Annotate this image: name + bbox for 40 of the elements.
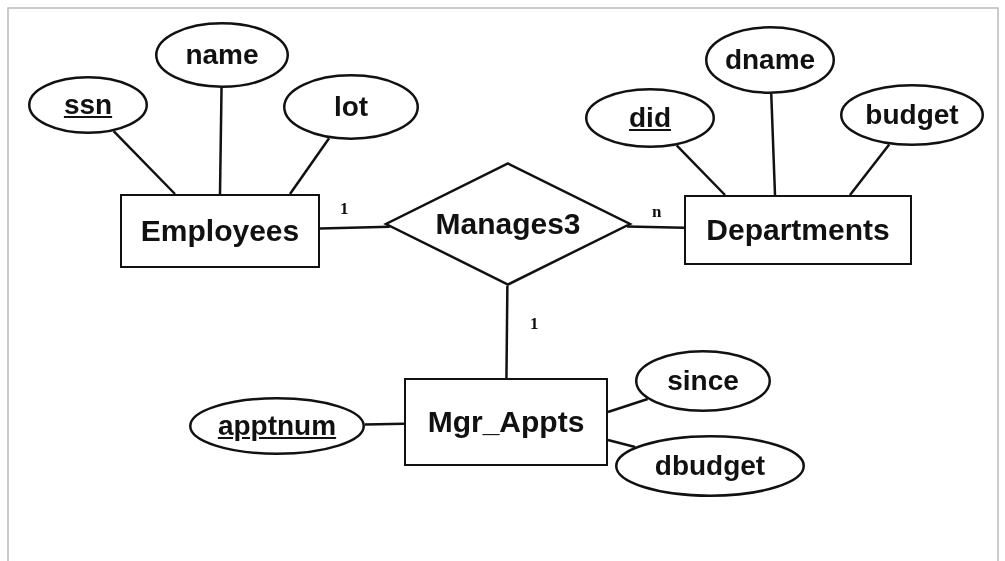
connector-line [607,397,649,414]
relationship-diamond [384,162,632,286]
connector-line [364,422,405,426]
attribute-ellipse [615,435,805,497]
node-label: dname [724,44,816,76]
connector-line [218,87,223,194]
entity-box [404,378,608,466]
node-label: since [667,365,739,397]
attribute-ellipse [189,397,365,455]
connector-line [505,285,509,378]
connector-line [607,438,636,449]
entity-box [684,195,912,265]
node-label: Departments [706,213,890,247]
node-label: Mgr_Appts [427,405,585,439]
attribute-ellipse [283,74,419,140]
attribute-ellipse [585,88,715,148]
node-label: apptnum [217,410,337,442]
attribute-ellipse [705,26,835,94]
entity-box [120,194,320,268]
connector-line [627,225,685,229]
node-label: did [629,102,671,134]
node-label: dbudget [654,450,766,482]
attribute-ellipse [155,22,289,88]
connector-line [770,93,777,196]
connector-line [112,130,176,195]
cardinality-label: 1 [338,200,351,217]
node-label: Manages3 [435,207,581,241]
node-label: lot [333,91,369,123]
node-label: name [185,39,259,71]
attribute-ellipse [840,84,984,146]
attribute-ellipse [635,350,771,412]
node-label: Employees [140,214,300,248]
connector-line [675,144,726,196]
attribute-ellipse [28,76,148,134]
connector-line [319,225,390,230]
connector-line [849,143,891,196]
cardinality-label: 1 [528,315,541,332]
node-label: ssn [63,89,113,121]
connector-line [288,137,331,195]
node-label: budget [865,99,959,131]
